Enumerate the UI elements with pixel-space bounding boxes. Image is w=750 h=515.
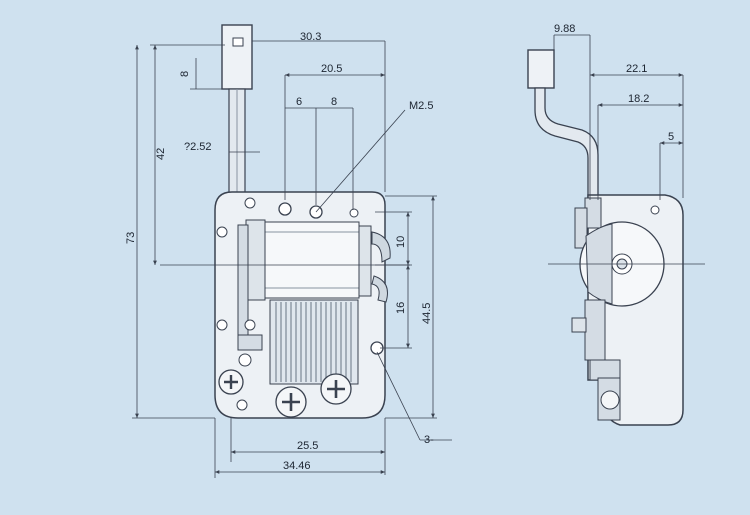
side-crank-knob [527,49,555,89]
dim-44-5: 44.5 [421,303,433,324]
dim-34-46: 34.46 [283,460,311,472]
dim-42: 42 [155,148,167,160]
dim-6: 6 [296,96,302,108]
screw-left [218,369,244,395]
front-view: 30.3 20.5 6 8 M2.5 ?2.52 8 42 73 10 16 4… [125,24,452,478]
dim-3-note: 3- [424,434,434,446]
dim-8-knob: 8 [179,71,191,77]
screw-bottom [275,386,307,418]
dim-9-88: 9.88 [554,23,575,35]
dim-shaft-dia: ?2.52 [184,141,212,153]
mount-hole-1 [278,202,292,216]
side-view: 9.88 22.1 18.2 5 [527,23,705,426]
music-cylinder [264,221,360,299]
dim-10: 10 [395,236,407,248]
dim-73: 73 [125,232,137,244]
crank-knob [221,24,253,90]
dim-18-2: 18.2 [628,93,649,105]
side-crank-arm [534,87,599,206]
dim-5: 5 [668,131,674,143]
dim-25-5: 25.5 [297,440,318,452]
dim-8-top: 8 [331,96,337,108]
dim-30-3: 30.3 [300,31,321,43]
dim-22-1: 22.1 [626,63,647,75]
music-comb [269,299,359,385]
dim-16: 16 [395,302,407,314]
screw-right [320,373,352,405]
dim-m2-5: M2.5 [409,100,433,112]
dim-20-5: 20.5 [321,63,342,75]
